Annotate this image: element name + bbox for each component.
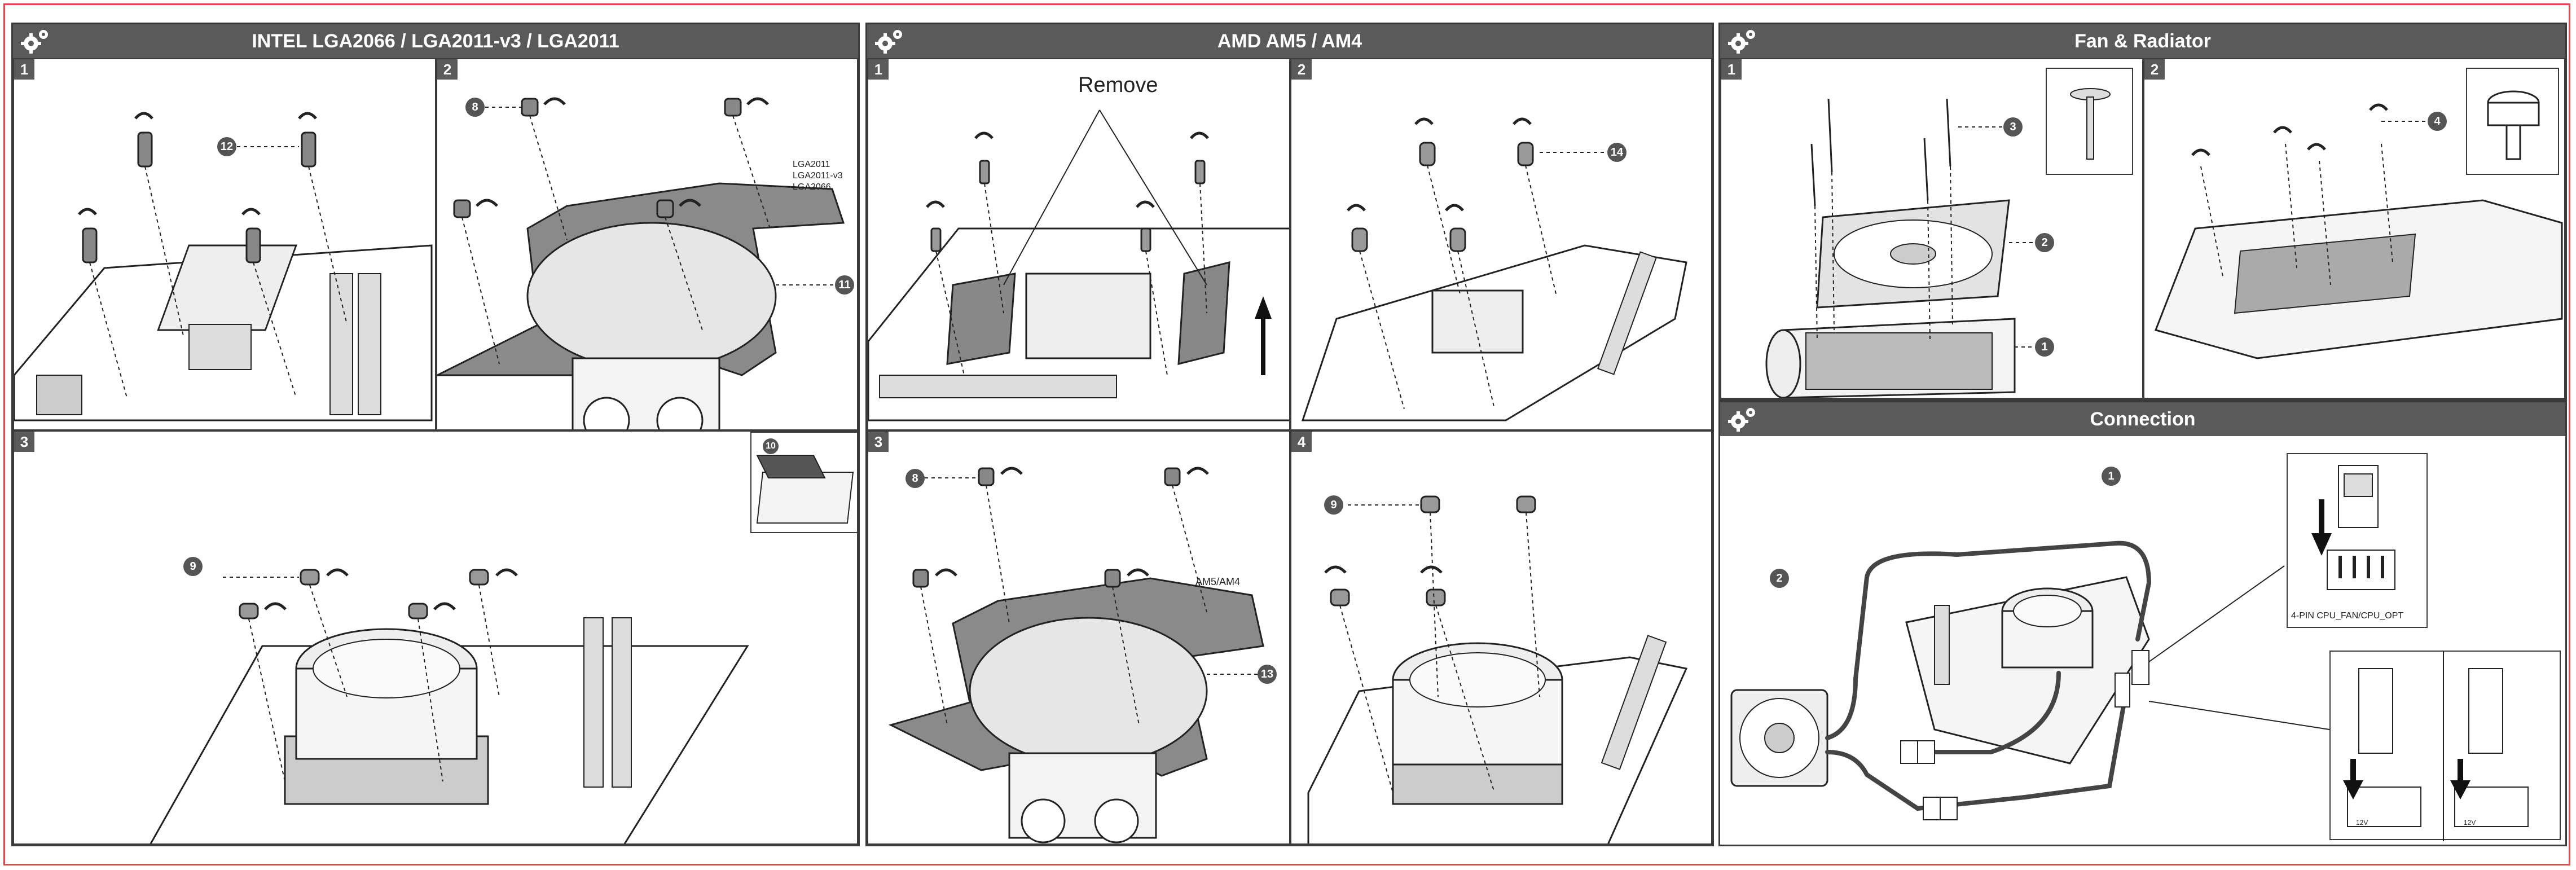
step-number: 3 bbox=[14, 432, 34, 452]
amd-bracket-illustration bbox=[868, 432, 1290, 845]
callout-4: 4 bbox=[2428, 112, 2447, 131]
amd-header: AMD AM5 / AM4 bbox=[867, 24, 1712, 58]
step-number: 3 bbox=[868, 432, 889, 452]
gear-icon bbox=[1726, 27, 1760, 56]
connection-section: Connection 1 2 bbox=[1718, 401, 2567, 846]
intel-step-2-panel: 2 bbox=[436, 58, 858, 430]
callout-2: 2 bbox=[2035, 233, 2054, 252]
label-am5am4: AM5/AM4 bbox=[1195, 576, 1240, 588]
callout-14: 14 bbox=[1607, 143, 1627, 162]
callout-11: 11 bbox=[835, 275, 854, 295]
callout-12: 12 bbox=[217, 137, 236, 156]
screw-detail-inset bbox=[2046, 68, 2133, 175]
thumbscrew-icon bbox=[2467, 69, 2560, 176]
intel-step-3-panel: 3 bbox=[13, 430, 858, 845]
label-lga2011v3: LGA2011-v3 bbox=[793, 171, 843, 181]
callout-13: 13 bbox=[1258, 665, 1277, 684]
fan-radiator-header: Fan & Radiator bbox=[1720, 24, 2565, 58]
connection-title: Connection bbox=[2090, 408, 2196, 430]
callout-1: 1 bbox=[2035, 337, 2054, 357]
amd-section: AMD AM5 / AM4 1 bbox=[865, 23, 1714, 846]
intel-step-1-panel: 1 bbox=[13, 58, 436, 430]
amd-title: AMD AM5 / AM4 bbox=[1217, 30, 1362, 52]
fan-header-connector-illustration bbox=[2288, 454, 2429, 629]
intel-pump-install-illustration bbox=[14, 432, 858, 845]
step-number: 2 bbox=[2144, 59, 2165, 80]
pump-connectors-illustration bbox=[2331, 652, 2562, 841]
gear-icon bbox=[873, 27, 907, 56]
label-lga2066: LGA2066 bbox=[793, 182, 831, 192]
pump-connector-inset: 12V 12V bbox=[2329, 651, 2561, 840]
callout-2: 2 bbox=[1770, 569, 1789, 588]
connection-header: Connection bbox=[1720, 402, 2565, 436]
fan-step-2-panel: 2 4 bbox=[2143, 58, 2565, 399]
label-12v-left: 12V bbox=[2356, 819, 2368, 827]
fan-radiator-section: Fan & Radiator 1 bbox=[1718, 23, 2567, 401]
label-12v-right: 12V bbox=[2464, 819, 2476, 827]
long-screw-icon bbox=[2047, 69, 2134, 176]
callout-9: 9 bbox=[183, 557, 203, 576]
fan-step-1-panel: 1 3 2 1 bbox=[1720, 58, 2143, 399]
fan-radiator-title: Fan & Radiator bbox=[2074, 30, 2211, 52]
label-lga2011: LGA2011 bbox=[793, 160, 830, 170]
label-4pin-header: 4-PIN CPU_FAN/CPU_OPT bbox=[2291, 611, 2403, 621]
gear-icon bbox=[19, 27, 52, 56]
step-number: 4 bbox=[1291, 432, 1312, 452]
callout-8: 8 bbox=[465, 98, 485, 117]
intel-section: INTEL LGA2066 / LGA2011-v3 / LGA2011 1 bbox=[11, 23, 860, 846]
label-remove: Remove bbox=[1078, 73, 1158, 98]
step-number: 2 bbox=[1291, 59, 1312, 80]
callout-9: 9 bbox=[1324, 495, 1343, 515]
callout-8: 8 bbox=[905, 469, 925, 488]
amd-step-2-panel: 2 14 bbox=[1290, 58, 1712, 430]
amd-step-4-panel: 4 9 bbox=[1290, 430, 1712, 845]
step-number: 1 bbox=[1721, 59, 1742, 80]
step-number: 1 bbox=[14, 59, 34, 80]
intel-header: INTEL LGA2066 / LGA2011-v3 / LGA2011 bbox=[13, 24, 858, 58]
thumbscrew-detail-inset bbox=[2466, 68, 2559, 175]
callout-1: 1 bbox=[2102, 467, 2121, 486]
amd-remove-retention-illustration bbox=[868, 59, 1290, 430]
amd-step-3-panel: 3 bbox=[867, 430, 1290, 845]
step-number: 2 bbox=[437, 59, 458, 80]
amd-standoffs-illustration bbox=[1291, 59, 1712, 430]
amd-step-1-panel: 1 bbox=[867, 58, 1290, 430]
intel-bracket-illustration bbox=[437, 59, 858, 430]
cpu-fan-header-inset: 4-PIN CPU_FAN/CPU_OPT bbox=[2287, 453, 2428, 628]
step-number: 1 bbox=[868, 59, 889, 80]
motherboard-standoffs-illustration bbox=[14, 59, 436, 430]
intel-title: INTEL LGA2066 / LGA2011-v3 / LGA2011 bbox=[252, 30, 619, 52]
amd-pump-install-illustration bbox=[1291, 432, 1712, 845]
inset-detail-10: 10 bbox=[750, 432, 858, 533]
callout-10: 10 bbox=[763, 438, 779, 454]
gear-icon bbox=[1726, 405, 1760, 434]
callout-3: 3 bbox=[2003, 117, 2023, 137]
